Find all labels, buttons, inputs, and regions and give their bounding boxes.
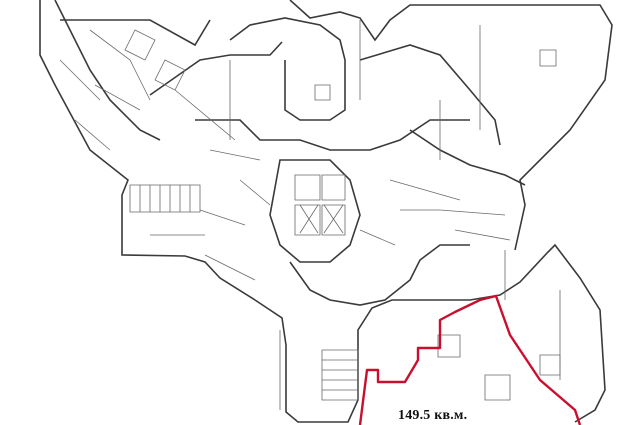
center-top-walls (229, 17, 346, 121)
columns (124, 29, 561, 401)
interior-partitions (59, 29, 511, 281)
building-outline (39, 0, 606, 423)
outer-walls (39, 0, 613, 423)
left-wing-walls (54, 0, 283, 141)
highlight-outline (358, 294, 582, 425)
lower-center-walls (289, 244, 470, 306)
highlighted-area-label: 149.5 кв.м. (398, 408, 468, 423)
dimension-lines (229, 20, 561, 410)
core-walls (269, 159, 361, 263)
left-stair (129, 184, 201, 213)
building-outline-top-right (289, 0, 613, 251)
highlight-region (358, 294, 582, 425)
center-corridor (195, 119, 470, 151)
right-wing-walls (359, 44, 526, 186)
core-shafts (294, 174, 346, 236)
thin-walls (59, 20, 561, 410)
bottom-stair (321, 349, 359, 401)
